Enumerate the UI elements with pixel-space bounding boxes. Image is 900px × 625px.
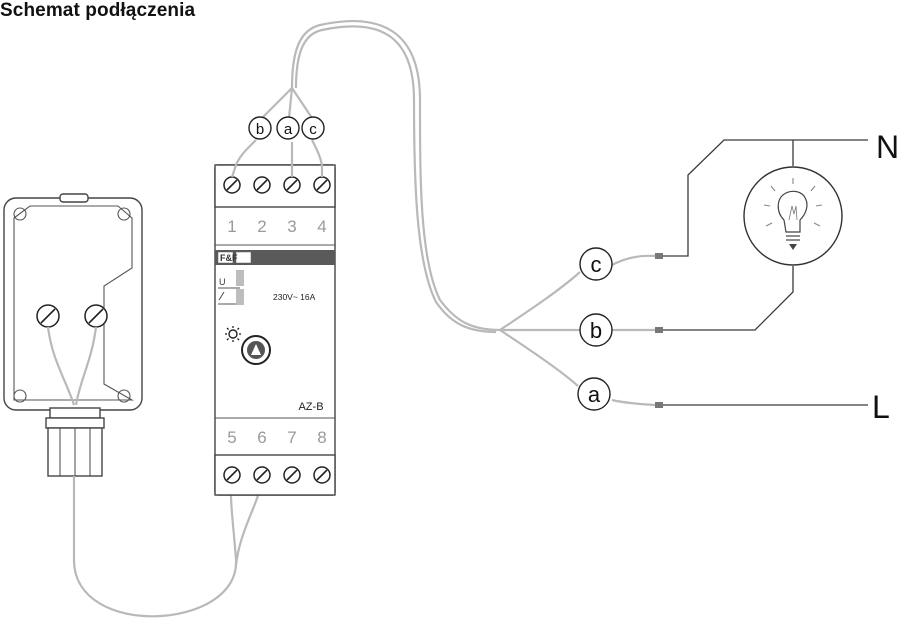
wire-label-top-a: a bbox=[276, 116, 300, 140]
terminal-number: 5 bbox=[227, 428, 236, 447]
terminal-number: 7 bbox=[287, 428, 296, 447]
lamp bbox=[743, 166, 843, 266]
terminal-number: 3 bbox=[287, 217, 296, 236]
model-label: AZ-B bbox=[298, 401, 323, 413]
sensor-cable bbox=[72, 476, 238, 618]
bottom-terminal-numbers: 5 6 7 8 bbox=[227, 428, 326, 447]
terminal-screw bbox=[313, 176, 331, 194]
light-bulb-icon bbox=[763, 178, 823, 250]
terminal-number: 1 bbox=[227, 217, 236, 236]
bottom-terminal-screws bbox=[223, 466, 331, 484]
led-u-label: U bbox=[219, 277, 226, 287]
wire-label-text: b bbox=[256, 121, 264, 138]
wire-label-text: b bbox=[590, 318, 602, 343]
main-cable bbox=[290, 20, 501, 332]
terminal-screw bbox=[313, 466, 331, 484]
terminal-screw bbox=[253, 466, 271, 484]
sensitivity-knob[interactable] bbox=[241, 335, 271, 365]
light-sensor-housing bbox=[3, 193, 143, 477]
terminal-number: 2 bbox=[257, 217, 266, 236]
sensor-screw-left bbox=[36, 304, 60, 328]
wire-label-text: a bbox=[284, 121, 293, 138]
brand-logo: F&F bbox=[220, 253, 238, 263]
sensor-screw-right bbox=[84, 304, 108, 328]
terminal-screw bbox=[223, 176, 241, 194]
terminal-screw bbox=[223, 466, 241, 484]
live-label: L bbox=[872, 389, 890, 425]
wire-b-to-lamp bbox=[663, 266, 794, 331]
wire-label-right-c: c bbox=[579, 247, 613, 281]
sun-icon bbox=[225, 326, 241, 342]
wire-label-text: c bbox=[309, 121, 317, 138]
cable-gland bbox=[45, 407, 105, 477]
top-terminal-numbers: 1 2 3 4 bbox=[227, 217, 326, 236]
terminal-number: 6 bbox=[257, 428, 266, 447]
wire-label-text: c bbox=[591, 252, 602, 277]
terminal-number: 4 bbox=[317, 217, 326, 236]
wire-label-top-c: c bbox=[301, 116, 325, 140]
top-terminal-screws bbox=[223, 176, 331, 194]
wire-label-top-b: b bbox=[248, 116, 272, 140]
diagram-title: Schemat podłączenia bbox=[0, 0, 196, 21]
terminal-number: 8 bbox=[317, 428, 326, 447]
rating-label: 230V~ 16A bbox=[273, 292, 316, 302]
terminal-screw bbox=[253, 176, 271, 194]
wire-c-to-neutral bbox=[663, 139, 868, 257]
terminal-screw bbox=[283, 466, 301, 484]
wire-label-text: a bbox=[588, 382, 601, 407]
terminal-screw bbox=[283, 176, 301, 194]
wire-label-right-a: a bbox=[577, 377, 611, 411]
wire-label-right-b: b bbox=[579, 313, 613, 347]
neutral-label: N bbox=[876, 129, 899, 165]
